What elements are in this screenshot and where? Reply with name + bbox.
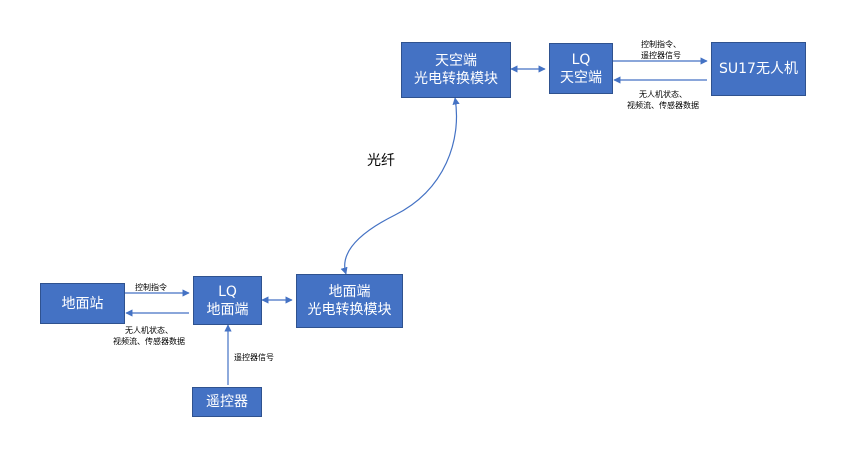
ground-returns-label: 无人机状态、 视频流、传感器数据 [113, 325, 185, 347]
sky-converter-line2: 光电转换模块 [414, 71, 498, 87]
sky-returns-line1: 无人机状态、 [639, 90, 687, 99]
lq-sky-line1: LQ [571, 51, 591, 68]
sky-returns-label: 无人机状态、 视频流、传感器数据 [627, 89, 699, 111]
remote-controller-label: 遥控器 [206, 394, 248, 410]
lq-sky-line2: 天空端 [560, 69, 602, 86]
sky-returns-line2: 视频流、传感器数据 [627, 101, 699, 110]
sky-converter-node[interactable]: 天空端 光电转换模块 [401, 42, 511, 98]
ground-station-node[interactable]: 地面站 [40, 283, 125, 324]
lq-ground-line1: LQ [218, 283, 237, 300]
ground-commands-label: 控制指令 [135, 283, 167, 292]
ground-converter-node[interactable]: 地面端 光电转换模块 [296, 274, 403, 328]
ground-returns-line2: 视频流、传感器数据 [113, 337, 185, 346]
sky-commands-line1: 控制指令、 [641, 40, 681, 49]
sky-commands-line2: 遥控器信号 [641, 51, 681, 60]
lq-sky-node[interactable]: LQ 天空端 [549, 43, 613, 94]
ground-returns-line1: 无人机状态、 [125, 326, 173, 335]
lq-ground-line2: 地面端 [206, 301, 249, 318]
sky-converter-line1: 天空端 [435, 53, 477, 69]
sky-commands-label: 控制指令、 遥控器信号 [641, 39, 681, 61]
ground-station-label: 地面站 [61, 295, 104, 312]
drone-label: SU17无人机 [719, 61, 798, 77]
ground-converter-line2: 光电转换模块 [307, 302, 392, 318]
remote-controller-node[interactable]: 遥控器 [192, 387, 262, 417]
remote-signal-label: 遥控器信号 [234, 353, 274, 362]
drone-node[interactable]: SU17无人机 [711, 42, 806, 96]
lq-ground-node[interactable]: LQ 地面端 [193, 276, 262, 325]
ground-converter-line1: 地面端 [328, 284, 371, 300]
fiber-label: 光纤 [367, 153, 395, 169]
fiber-link [340, 97, 460, 275]
